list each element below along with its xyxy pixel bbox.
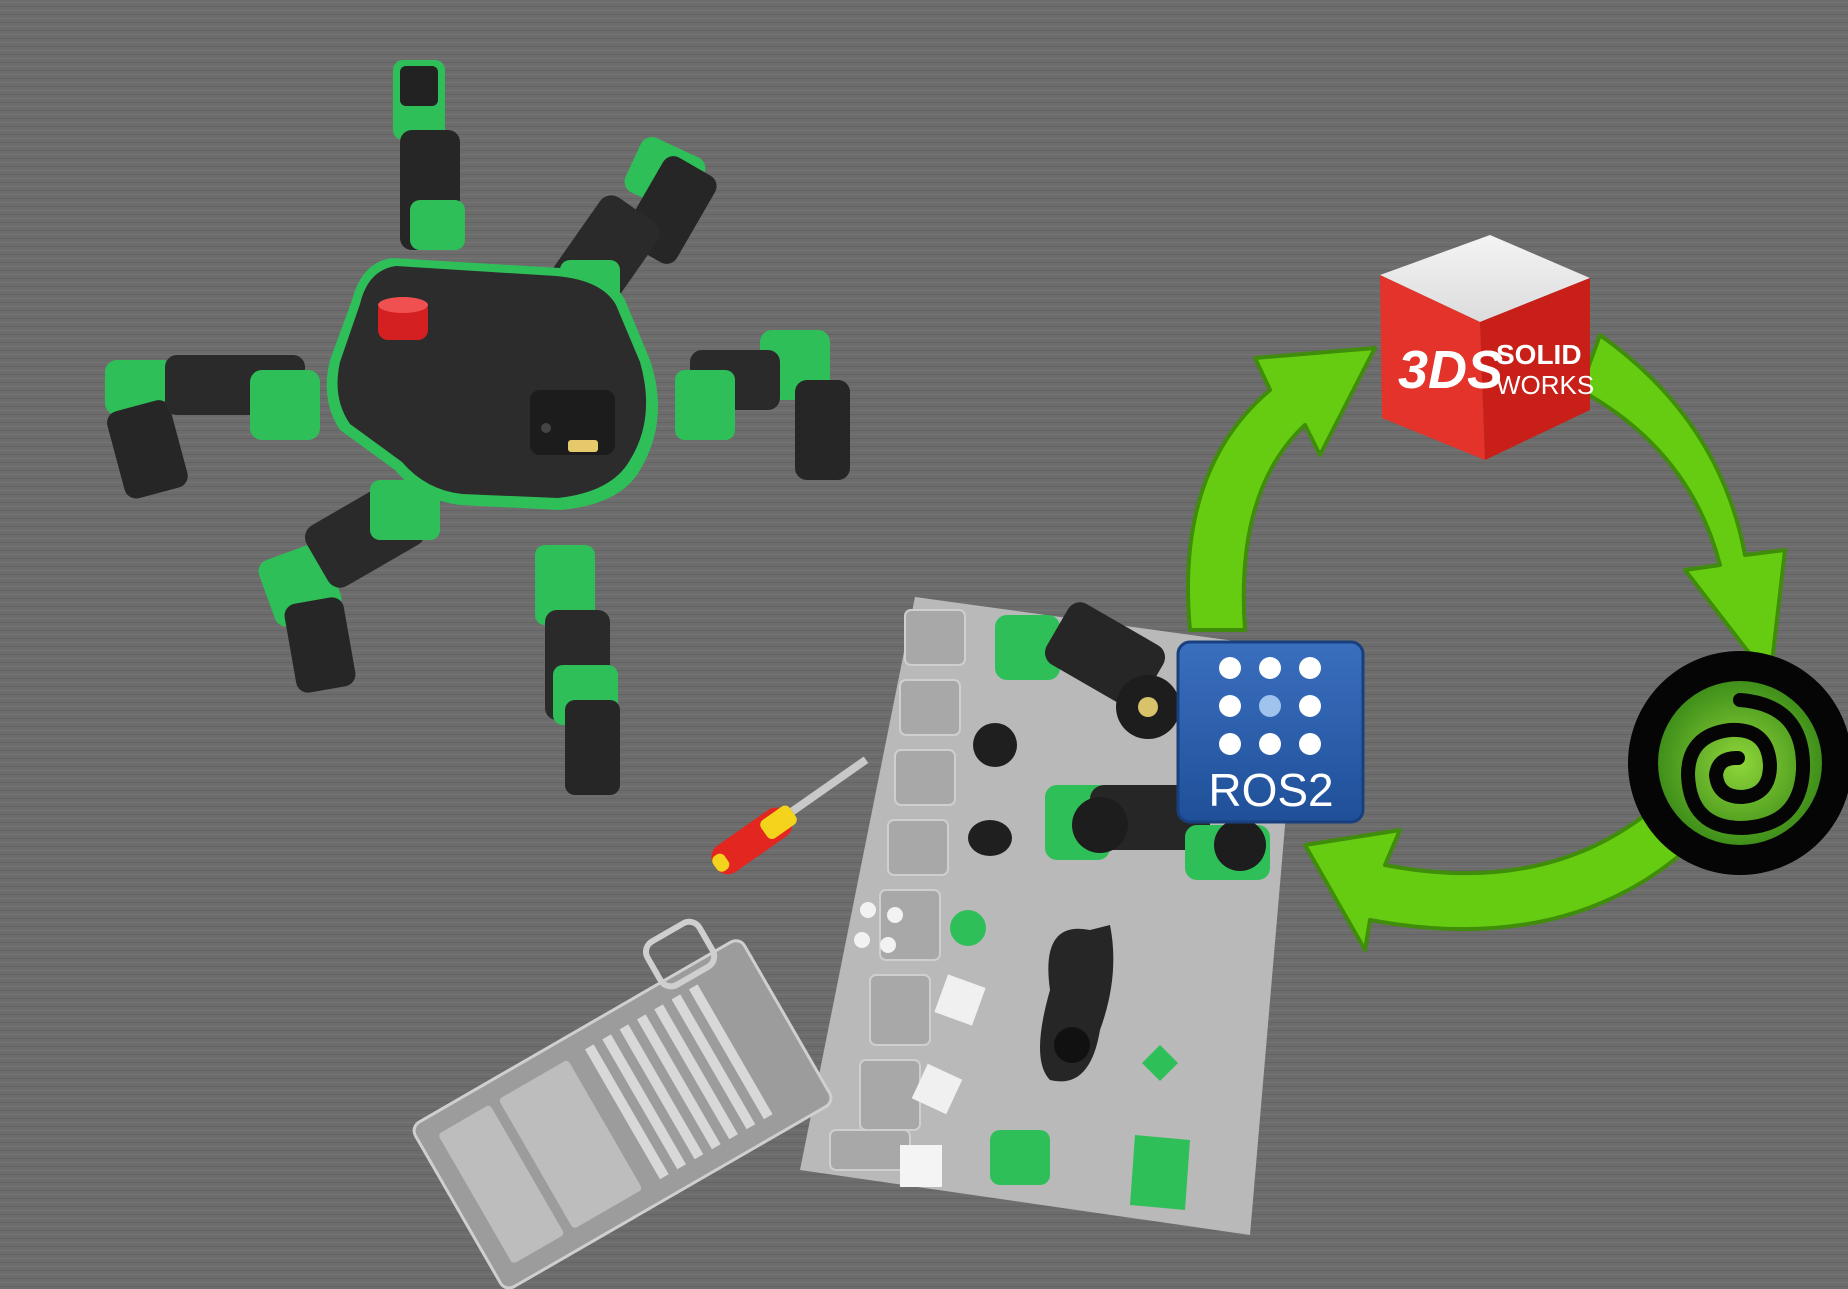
robot-leg-top <box>393 60 465 250</box>
cycle-arrows <box>1185 333 1787 952</box>
solidworks-emblem: 3DS <box>1398 340 1503 400</box>
gazebo-logo <box>1628 651 1848 875</box>
solidworks-logo: 3DS SOLID WORKS <box>1380 235 1594 460</box>
parts-mat <box>800 597 1300 1235</box>
arrow-gazebo-to-ros2 <box>1303 813 1682 952</box>
solidworks-text-line1: SOLID <box>1496 339 1582 370</box>
solidworks-text-line2: WORKS <box>1496 370 1594 400</box>
hexapod-robot <box>105 60 850 795</box>
spiral-icon <box>1680 693 1811 836</box>
mat-parts <box>854 723 1190 1210</box>
robot-arm-lower <box>1045 785 1270 880</box>
robot-leg-left <box>105 355 320 499</box>
robot-arm-upper <box>995 602 1180 739</box>
robot-leg-right <box>675 330 850 480</box>
robot-camera-module <box>530 390 615 455</box>
robot-leg-bottom-left <box>258 480 440 693</box>
ros2-logo: ROS2 <box>1176 640 1365 824</box>
robot-leg-bottom <box>535 545 620 795</box>
arrow-ros2-to-solidworks <box>1185 346 1377 632</box>
screwdriver <box>711 756 869 875</box>
ros2-dots-icon <box>1219 657 1321 755</box>
ros2-label: ROS2 <box>1208 764 1333 816</box>
bit-case <box>412 918 833 1289</box>
